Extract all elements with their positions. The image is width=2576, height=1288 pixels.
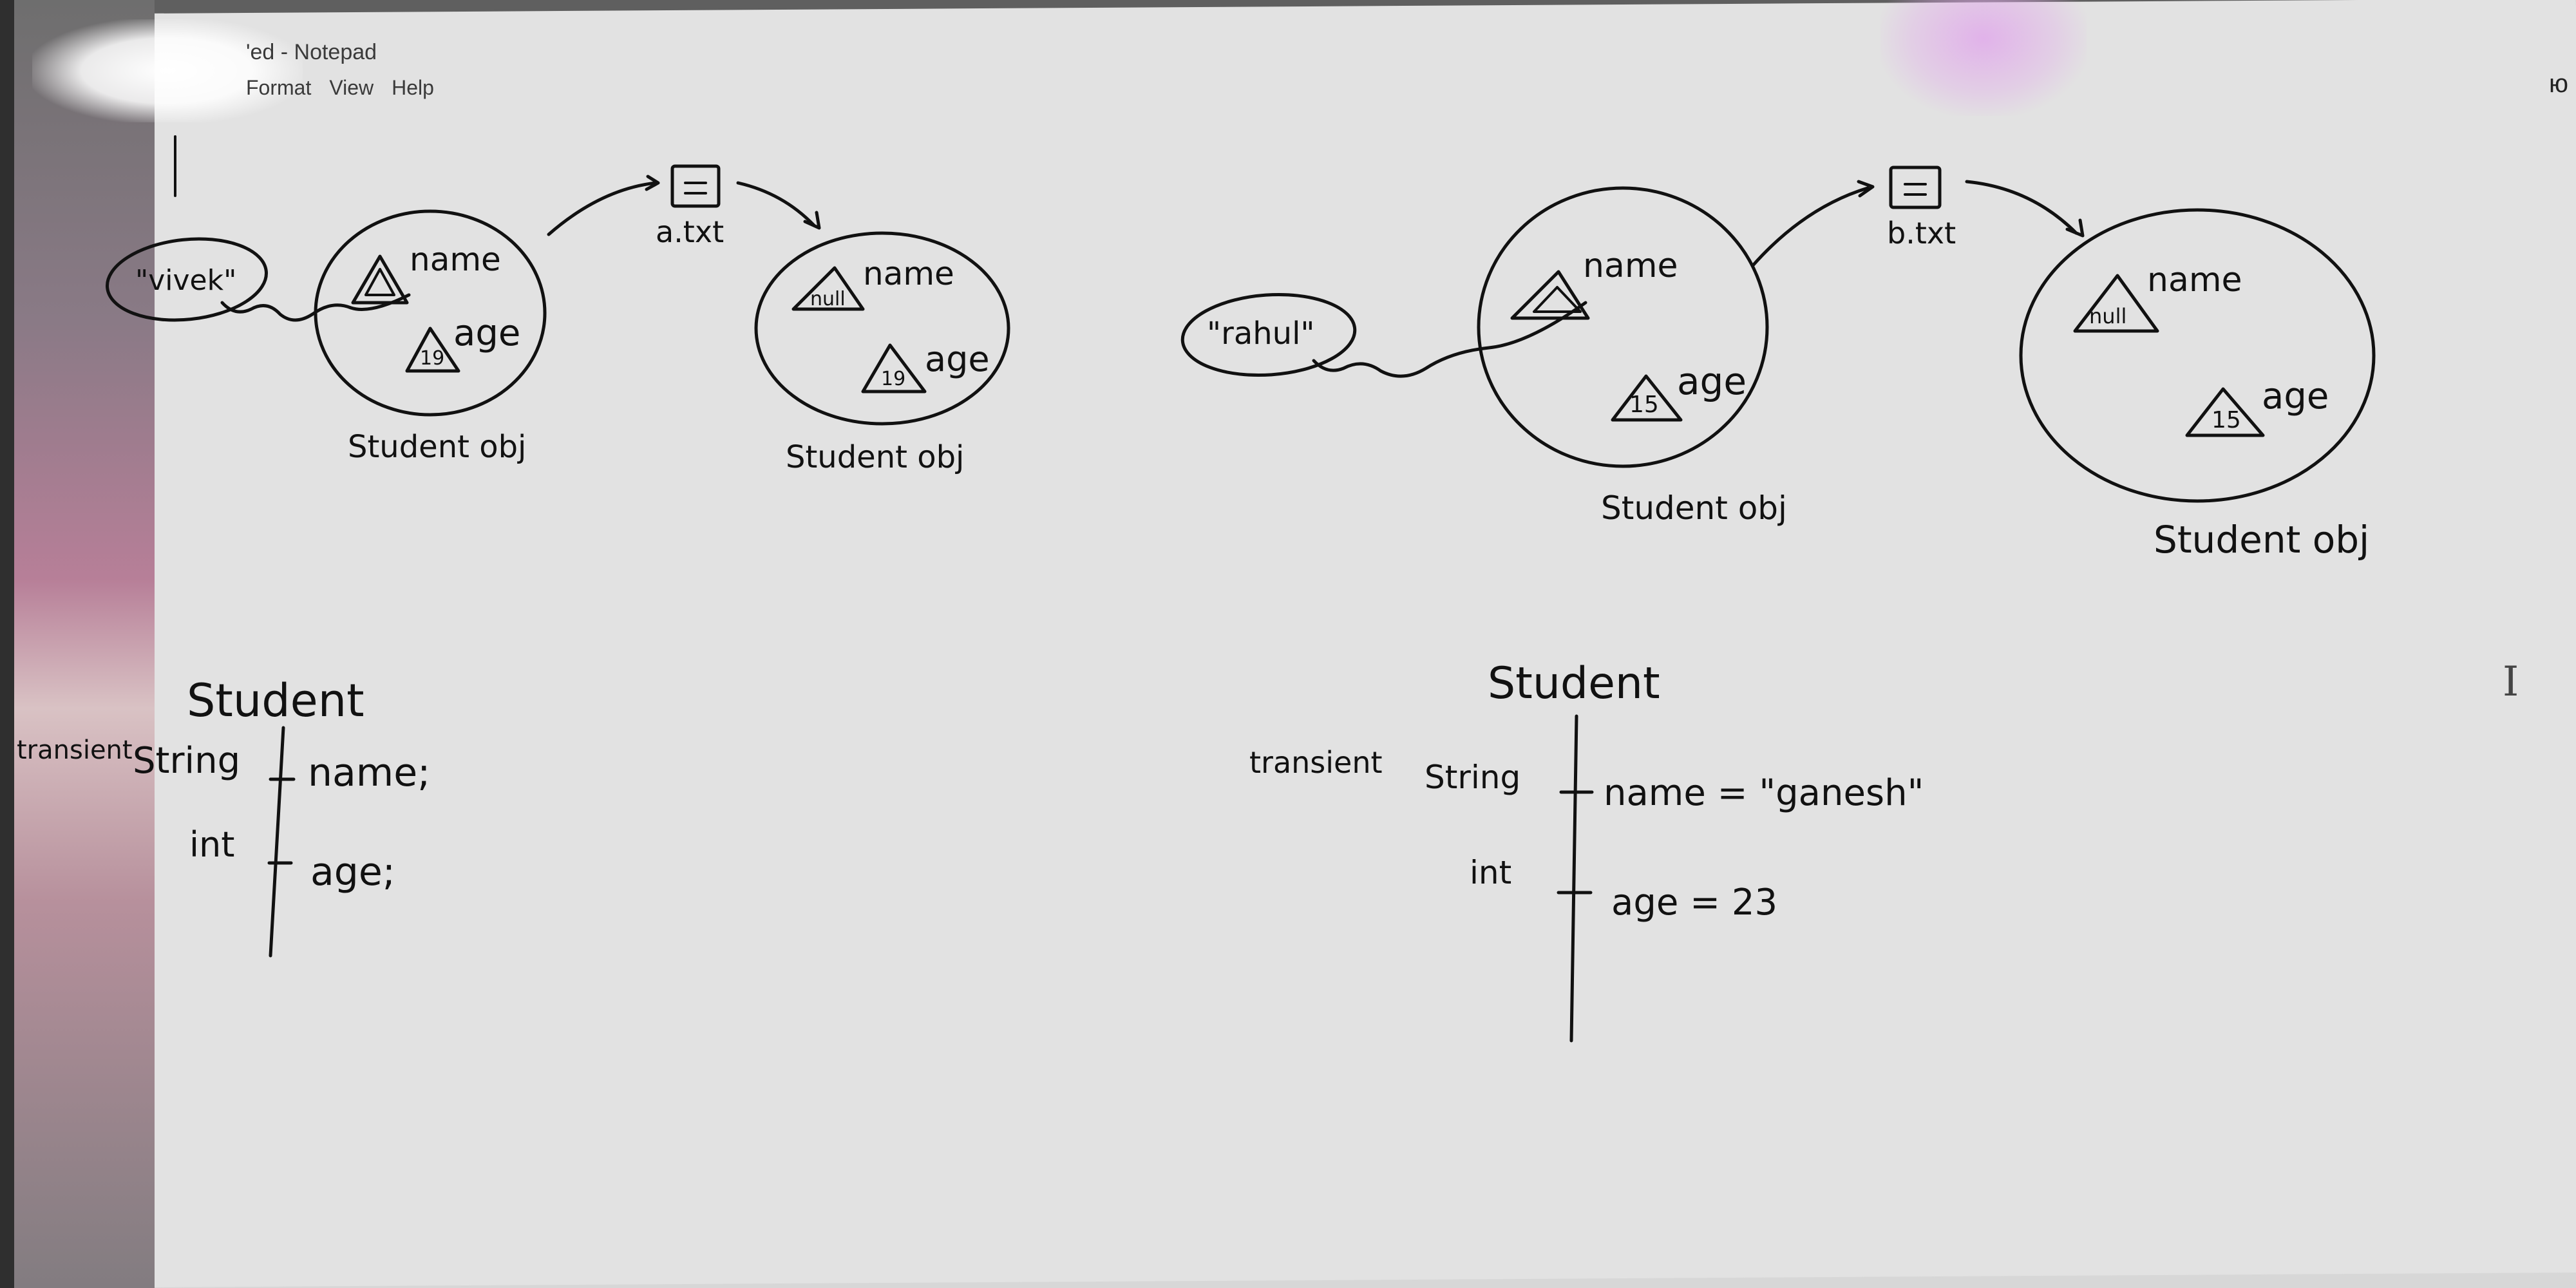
background-left-strip [0, 0, 155, 1288]
arrow-from-file-head [803, 211, 821, 230]
target-age-value: 15 [2211, 407, 2241, 433]
source-age-value: 19 [420, 347, 444, 370]
class-row-type: int [1470, 854, 1511, 891]
menu-format[interactable]: Format [246, 76, 312, 99]
target-object-label: Student obj [2154, 518, 2369, 562]
target-object-label: Student obj [786, 439, 964, 475]
arrow-to-file-head [1857, 180, 1875, 198]
text-cursor-icon: I [2503, 658, 2519, 706]
menu-bar: Format View Help [246, 76, 434, 100]
target-object-circle [754, 231, 1010, 426]
reference-squiggle [1312, 301, 1587, 378]
class-row-type: String [1425, 759, 1520, 796]
string-literal-text: "rahul" [1207, 316, 1314, 352]
arrow-from-file [736, 181, 816, 227]
source-object-circle [314, 209, 547, 417]
target-name-value: null [810, 288, 846, 310]
target-age-triangle [861, 343, 927, 393]
class-row-field: name; [308, 750, 430, 795]
reference-squiggle [220, 293, 411, 322]
right-edge-text: ю [2549, 70, 2568, 98]
target-name-triangle [791, 266, 865, 311]
source-object-label: Student obj [348, 429, 526, 465]
age-field-triangle [1611, 374, 1683, 422]
class-row-type: String [133, 740, 240, 782]
string-literal-bubble [106, 237, 268, 322]
source-field-age-label: age [1677, 359, 1747, 403]
class-name-label: Student [187, 674, 365, 727]
arrow-to-file-head [645, 175, 660, 191]
class-divider-line [1569, 714, 1578, 1043]
class-row-field: age = 23 [1611, 882, 1777, 923]
class-row-field: age; [310, 849, 395, 895]
background-left-edge [0, 0, 14, 1288]
name-field-triangle [1510, 270, 1590, 320]
class-row-modifier: transient [17, 735, 133, 765]
menu-help[interactable]: Help [392, 76, 434, 99]
source-field-name-label: name [1583, 247, 1678, 285]
source-field-age-label: age [453, 312, 520, 354]
source-age-value: 15 [1629, 392, 1659, 418]
file-name-label: a.txt [656, 214, 724, 249]
target-age-value: 19 [881, 368, 905, 390]
class-name-label: Student [1488, 658, 1660, 709]
target-name-triangle [2073, 274, 2159, 333]
source-object-label: Student obj [1601, 489, 1787, 527]
string-literal-bubble [1180, 292, 1357, 377]
target-field-age-label: age [2262, 375, 2329, 417]
arrow-to-file [1751, 186, 1870, 267]
age-field-triangle [405, 327, 460, 373]
name-field-triangle [351, 254, 409, 305]
screen-smudge [1880, 0, 2087, 116]
string-literal-text: "vivek" [135, 264, 236, 297]
target-age-triangle [2185, 387, 2265, 437]
arrow-from-file [1965, 180, 2078, 235]
name-field-inner-triangle [1533, 286, 1582, 313]
file-icon [670, 164, 721, 208]
name-field-inner-triangle [365, 268, 395, 296]
menu-view[interactable]: View [329, 76, 374, 99]
screen-glare [32, 19, 303, 122]
window-title: 'ed - Notepad [246, 40, 377, 64]
target-field-age-label: age [925, 339, 990, 379]
arrow-from-file-head [2065, 218, 2085, 238]
class-row-field: name = "ganesh" [1604, 772, 1924, 814]
target-field-name-label: name [863, 255, 954, 292]
target-field-name-label: name [2147, 261, 2242, 299]
source-field-name-label: name [410, 241, 501, 278]
class-row-modifier: transient [1249, 745, 1383, 780]
target-name-value: null [2089, 304, 2126, 328]
arrow-to-file [547, 181, 658, 236]
file-name-label: b.txt [1887, 216, 1956, 251]
class-divider-line [269, 726, 285, 958]
source-object-circle [1477, 186, 1769, 468]
file-icon [1889, 166, 1942, 209]
target-object-circle [2019, 208, 2376, 503]
class-row-type: int [189, 824, 234, 865]
